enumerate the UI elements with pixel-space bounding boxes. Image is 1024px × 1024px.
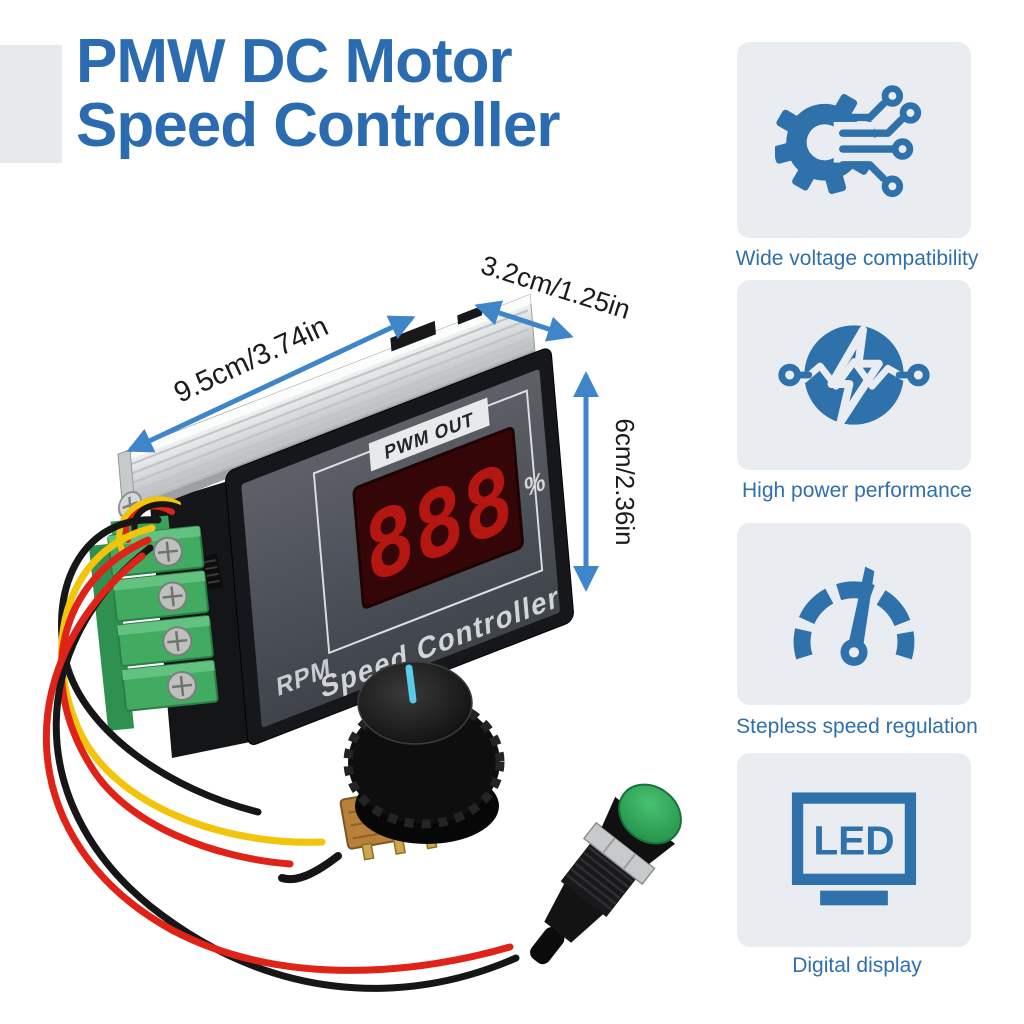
wire-black [278,852,342,884]
percent-label: % [523,467,546,503]
feature-card-speed [737,523,971,705]
wires [42,496,520,992]
potentiometer-knob [343,661,505,844]
pot-terminal [361,842,375,861]
feature-card-display: LED [737,753,971,947]
wire-black [131,501,183,535]
page-title: PMW DC Motor Speed Controller [76,27,561,160]
dimension-arrow-length [126,315,416,453]
feature-label-power: High power performance [742,479,972,502]
wire-red [42,552,514,974]
title-line-1: PMW DC Motor [76,27,513,96]
dimension-label-height: 6cm/2.36in [610,418,640,545]
gear-circuit-icon [775,85,922,197]
led-icon-text: LED [813,818,894,864]
feature-label-display: Digital display [792,954,922,977]
feature-label-speed: Stepless speed regulation [736,715,978,738]
wire-yellow [58,524,326,846]
push-button [530,783,682,965]
feature-card-power [737,280,971,470]
terminal-block [88,515,219,731]
decorative-gray-block [0,45,62,163]
wire-black [52,544,520,992]
wire-red [57,536,294,868]
dimension-arrow-depth [474,300,574,342]
feature-card-voltage [737,42,971,238]
side-clip [201,553,223,591]
led-display-icon: LED [791,792,917,906]
knob-pointer [405,664,417,704]
button-nut [582,821,656,886]
power-circuit-icon [778,325,930,427]
dimension-annotations [126,300,599,592]
product-photo: PWM OUT 888 % RPM Speed Controller [42,255,682,992]
title-line-2: Speed Controller [76,91,561,160]
button-cap [618,783,682,845]
feature-label-voltage: Wide voltage compatibility [735,247,979,270]
gauge-icon [793,566,915,666]
